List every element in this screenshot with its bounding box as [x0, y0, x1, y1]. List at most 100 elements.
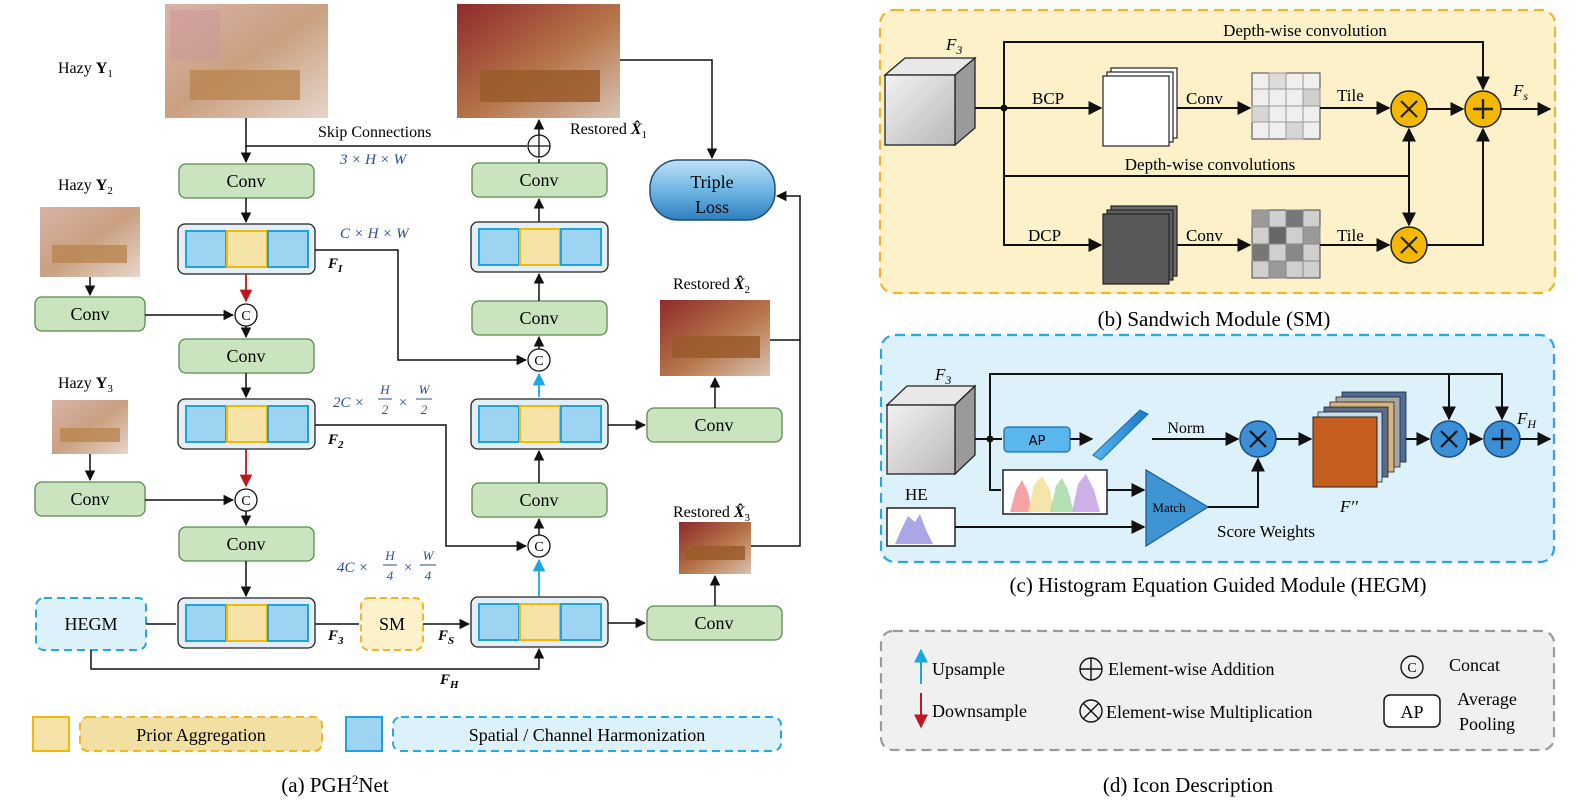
hegm-split-dot	[986, 435, 994, 443]
caption-b: (b) Sandwich Module (SM)	[1098, 307, 1331, 331]
concat-enc-2: C	[234, 488, 258, 512]
label-F-2: F2	[327, 432, 344, 451]
hegm-f3-label: F3	[934, 365, 951, 387]
svg-text:Conv: Conv	[70, 489, 109, 509]
svg-text:4: 4	[425, 568, 432, 583]
conv-dec-2: Conv	[471, 300, 608, 336]
caption-c: (c) Histogram Equation Guided Module (HE…	[1010, 573, 1427, 597]
conv-side-3: Conv	[34, 481, 146, 517]
svg-text:HEGM: HEGM	[65, 614, 118, 634]
sm-bcp-label: BCP	[1032, 89, 1064, 108]
sm-split-dot	[1000, 104, 1008, 112]
svg-text:×: ×	[403, 560, 413, 576]
svg-text:Spatial / Channel Harmonizatio: Spatial / Channel Harmonization	[469, 725, 705, 745]
svg-text:AP: AP	[1029, 434, 1046, 449]
label-F-H: FH	[439, 672, 459, 691]
label-F-3: F3	[327, 628, 344, 647]
feature-block-enc-1	[177, 223, 316, 275]
skip-connections-label: Skip Connections	[318, 124, 431, 141]
svg-text:Match: Match	[1152, 500, 1186, 515]
add-circle-top	[527, 134, 551, 158]
restored-image-2	[660, 300, 770, 376]
panel-b-frame	[878, 8, 1557, 295]
sm-dcp-label: DCP	[1028, 226, 1061, 245]
svg-text:Triple: Triple	[690, 172, 733, 192]
svg-text:4C ×: 4C ×	[337, 560, 368, 576]
sm-depthwise-mid: Depth-wise convolutions	[1125, 155, 1295, 174]
svg-text:Conv: Conv	[70, 304, 109, 324]
svg-text:C: C	[241, 309, 250, 324]
caption-d: (d) Icon Description	[1103, 773, 1274, 797]
feature-block-dec-3	[470, 596, 609, 648]
conv-enc-3: Conv	[178, 526, 315, 562]
svg-text:Prior Aggregation: Prior Aggregation	[136, 725, 265, 745]
add-icon	[1079, 657, 1103, 681]
svg-text:Conv: Conv	[226, 346, 265, 366]
svg-text:W: W	[419, 382, 431, 397]
dim-label-4: 4C × H 4 × W 4	[337, 548, 436, 583]
svg-text:SM: SM	[379, 614, 405, 634]
sm-box: SM	[360, 597, 424, 651]
sm-multiply-bottom	[1390, 226, 1428, 264]
hazy-image-1	[165, 4, 328, 118]
sm-tile-bottom: Tile	[1337, 226, 1364, 245]
bcp-feature	[1102, 67, 1178, 147]
legend-spatial-channel: Spatial / Channel Harmonization	[345, 716, 782, 752]
svg-text:C: C	[241, 494, 250, 509]
svg-text:C: C	[1407, 661, 1416, 676]
dim-label-2: C × H × W	[340, 226, 410, 242]
svg-text:2: 2	[421, 402, 428, 417]
dim-label-3: 2C × H 2 × W 2	[333, 382, 432, 417]
panel-c-arrows	[955, 373, 1552, 534]
legend-pooling: Pooling	[1459, 714, 1515, 734]
hegm-score-label: Score Weights	[1217, 522, 1315, 541]
svg-text:C: C	[534, 354, 543, 369]
restored-label-1: Restored X̂1	[570, 119, 647, 141]
svg-text:Conv: Conv	[519, 490, 558, 510]
hazy-label-2: Hazy Y2	[58, 177, 113, 197]
restored-label-2: Restored X̂2	[673, 274, 750, 296]
dcp-grid	[1251, 209, 1321, 279]
hazy-image-3	[52, 400, 128, 454]
restored-label-3: Restored X̂3	[673, 502, 751, 524]
histogram-rgb	[1002, 469, 1108, 515]
svg-text:Conv: Conv	[226, 534, 265, 554]
svg-text:2: 2	[382, 402, 389, 417]
svg-text:Loss: Loss	[695, 197, 729, 217]
concat-enc-1: C	[234, 303, 258, 327]
ap-icon: AP	[1383, 694, 1441, 728]
legend-average: Average	[1457, 689, 1517, 709]
conv-side-2: Conv	[34, 296, 146, 332]
hazy-label-3: Hazy Y3	[58, 375, 113, 395]
hegm-multiply-1	[1239, 420, 1277, 458]
sm-multiply-top	[1390, 90, 1428, 128]
legend-prior-aggregation: Prior Aggregation	[32, 716, 323, 752]
hegm-box: HEGM	[35, 597, 147, 651]
sm-fs-label: Fs	[1512, 81, 1528, 103]
hazy-image-2	[40, 207, 140, 277]
hegm-feature-stack	[1312, 391, 1407, 488]
hegm-multiply-2	[1430, 420, 1468, 458]
concat-icon: C	[1400, 655, 1424, 679]
svg-text:H: H	[384, 548, 395, 563]
legend-multiplication: Element-wise Multiplication	[1106, 702, 1312, 722]
feature-block-dec-1	[470, 221, 609, 273]
hegm-match-triangle: Match	[1145, 468, 1210, 548]
hegm-he-label: HE	[905, 485, 928, 504]
svg-text:Conv: Conv	[694, 415, 733, 435]
hegm-fh-label: FH	[1516, 409, 1537, 431]
svg-text:Conv: Conv	[519, 308, 558, 328]
legend-addition: Element-wise Addition	[1108, 659, 1274, 679]
hegm-ap-bar	[1092, 409, 1149, 461]
histogram-he	[886, 507, 956, 547]
legend-upsample: Upsample	[932, 659, 1005, 679]
svg-text:×: ×	[398, 395, 408, 411]
hazy-label-1: Hazy Y1	[58, 60, 113, 80]
svg-text:AP: AP	[1400, 702, 1423, 722]
feature-block-enc-2	[177, 398, 316, 450]
panel-d-frame	[879, 629, 1556, 752]
sm-conv-bottom: Conv	[1186, 226, 1223, 245]
triple-loss: Triple Loss	[649, 159, 776, 221]
restored-image-1	[457, 4, 620, 118]
feature-block-enc-3	[177, 597, 316, 649]
